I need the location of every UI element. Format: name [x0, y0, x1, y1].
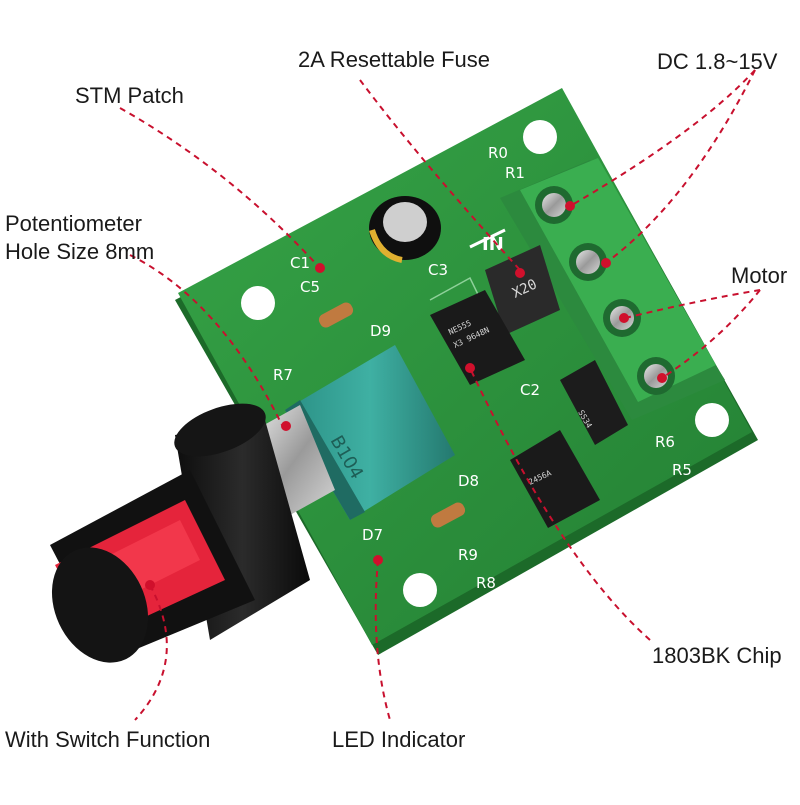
pcb-labels: R0 R1 C1 C5 C3 IN D9 R7 C2 D8 D7 R6 R5 R…	[273, 144, 692, 592]
label-r7: R7	[273, 366, 293, 384]
indicator-dots	[145, 201, 667, 590]
leader-lines	[119, 69, 761, 721]
callout-chip: 1803BK Chip	[652, 643, 782, 668]
callout-led-indicator: LED Indicator	[332, 727, 466, 752]
label-r5: R5	[672, 461, 692, 479]
callout-dc-voltage: DC 1.8~15V	[657, 49, 778, 74]
callout-switch-function: With Switch Function	[5, 727, 211, 752]
callout-motor: Motor	[731, 263, 788, 288]
chip-ne555: NE555 X3 9648N	[430, 290, 525, 385]
callout-fuse: 2A Resettable Fuse	[298, 47, 491, 72]
capacitor	[369, 196, 441, 263]
label-r6: R6	[655, 433, 675, 451]
knob	[50, 403, 310, 663]
label-c1: C1	[290, 254, 310, 272]
label-c2: C2	[520, 381, 540, 399]
label-d8: D8	[458, 472, 479, 490]
label-c5: C5	[300, 278, 320, 296]
label-d9: D9	[370, 322, 391, 340]
label-d7: D7	[362, 526, 383, 544]
label-in: IN	[482, 234, 504, 255]
label-r8: R8	[476, 574, 496, 592]
callout-potentiometer-line1: Potentiometer	[5, 211, 142, 236]
callout-stm-patch: STM Patch	[75, 83, 184, 108]
diode-d8	[430, 502, 466, 528]
label-r9: R9	[458, 546, 478, 564]
label-r1: R1	[505, 164, 525, 182]
terminal-block	[500, 158, 725, 420]
label-r0: R0	[488, 144, 508, 162]
callout-potentiometer-line2: Hole Size 8mm	[5, 239, 155, 264]
resettable-fuse: X20	[485, 245, 560, 335]
potentiometer: B104	[255, 345, 455, 520]
diode-d9	[318, 302, 354, 328]
label-c3: C3	[428, 261, 448, 279]
chip-1803bk: 2456A	[510, 430, 600, 528]
